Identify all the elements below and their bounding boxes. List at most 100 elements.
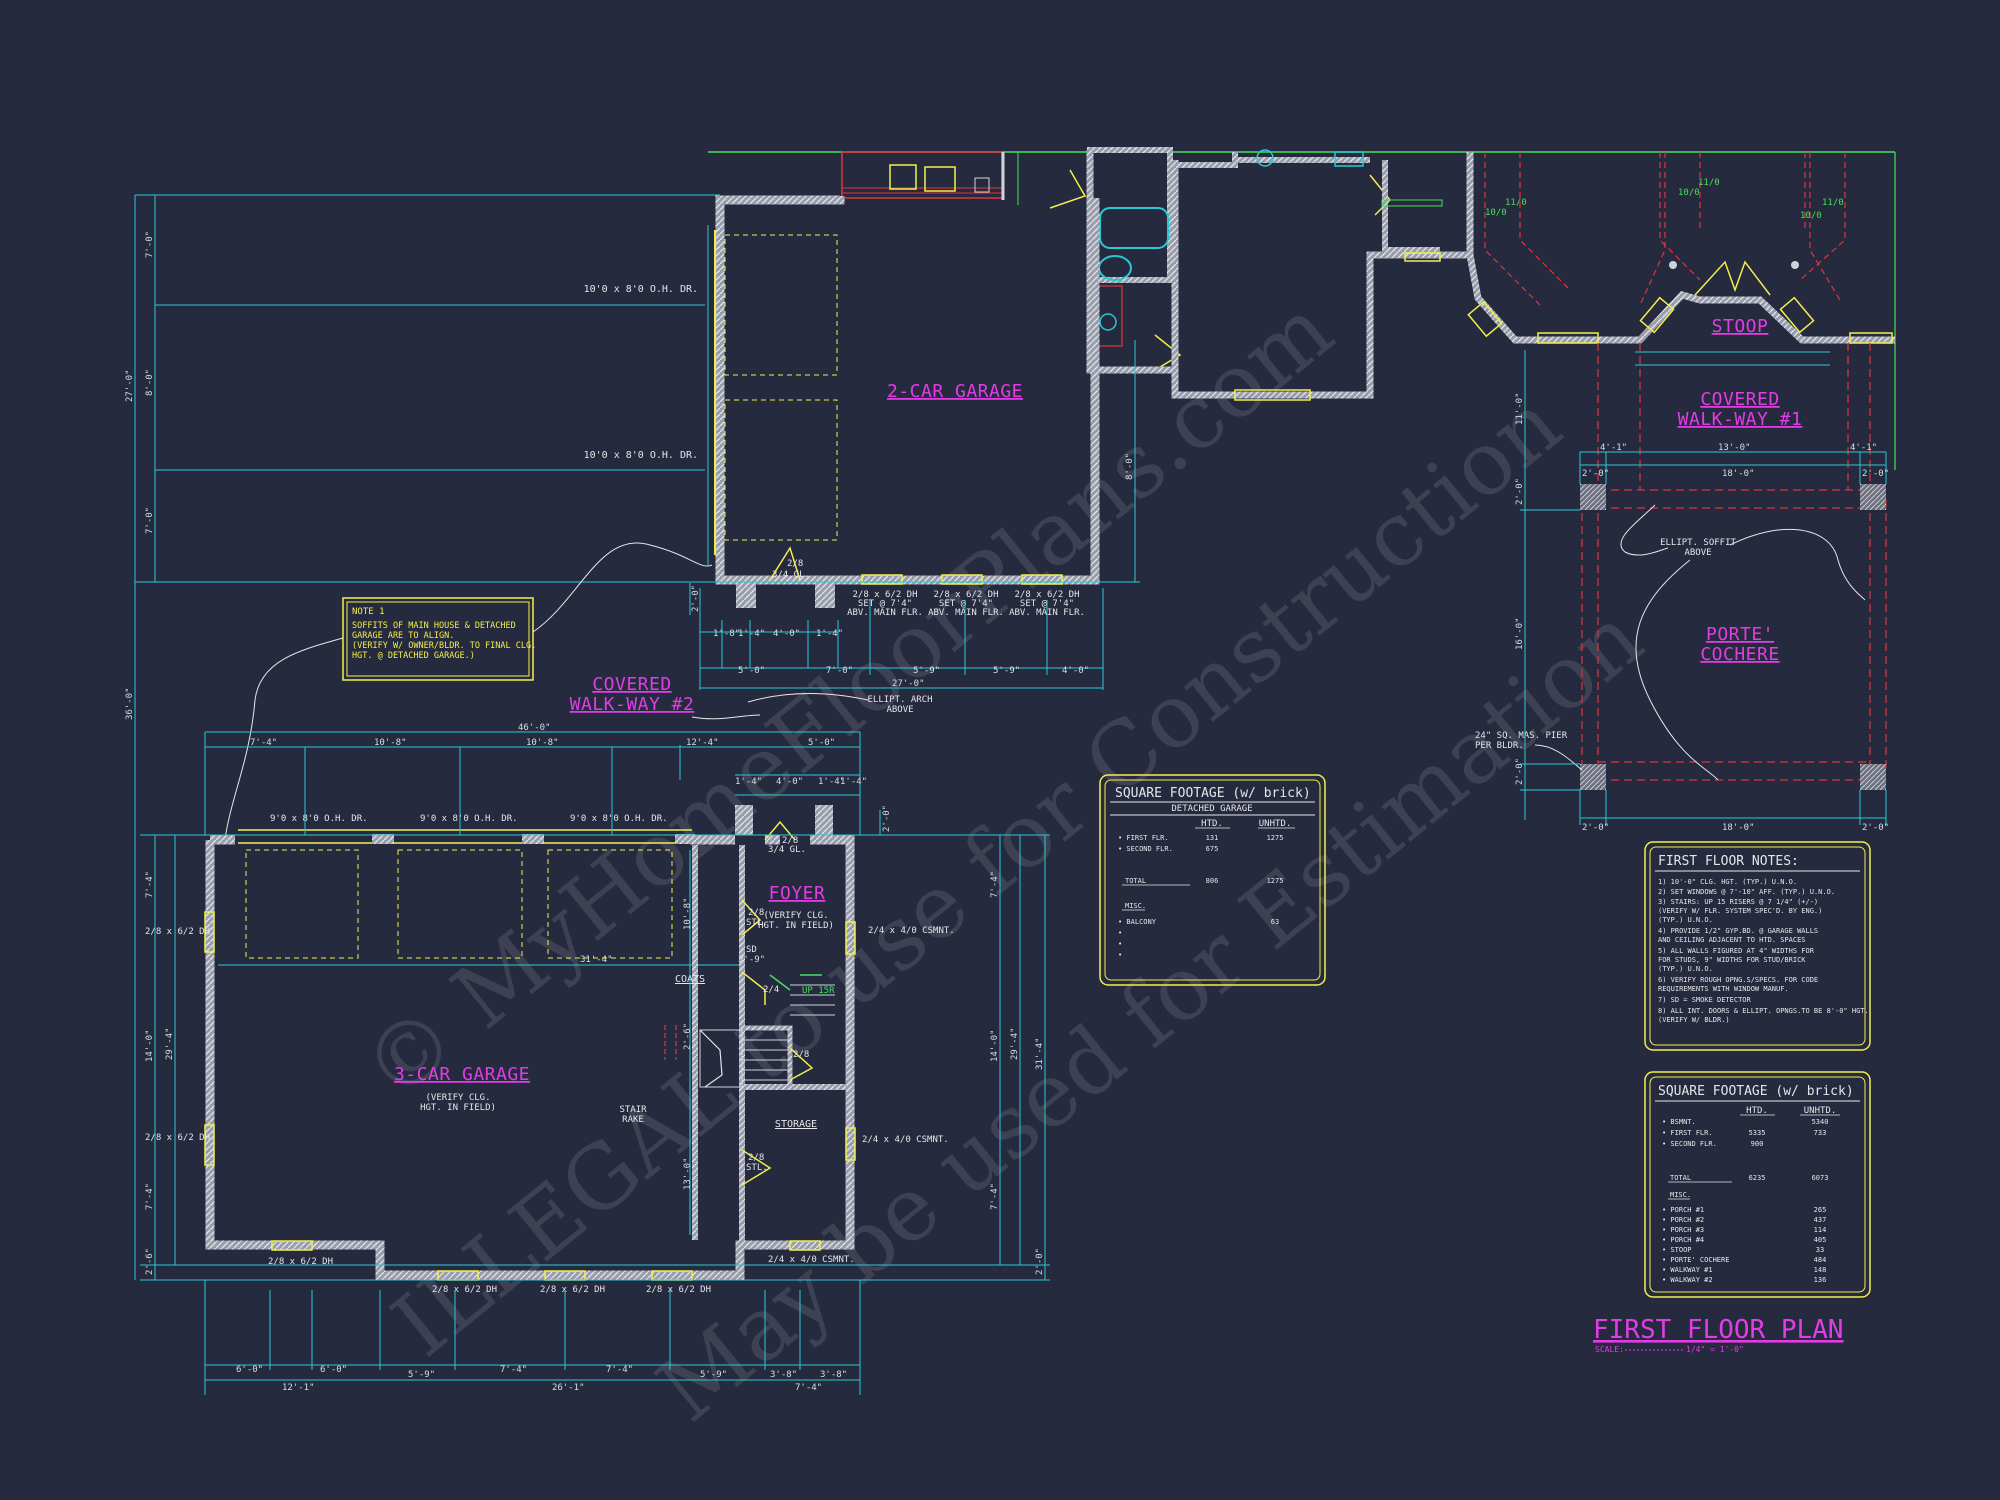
sqft-main-misc3-label: • PORCH #3	[1662, 1226, 1704, 1234]
note-1-line-3: (VERIFY W/ OWNER/BLDR. TO FINAL CLG.	[352, 641, 536, 651]
room-label-2-car-garage: 2-CAR GARAGE	[887, 381, 1023, 402]
sqft-main-misc8-val: 136	[1814, 1276, 1827, 1284]
note-line-6: 4) PROVIDE 1/2" GYP.BD. @ GARAGE WALLS	[1658, 927, 1818, 935]
sqft-det-row1-label: • FIRST FLR.	[1118, 834, 1169, 842]
overhead-door-callout-2: 10'0 x 8'0 O.H. DR.	[584, 450, 698, 461]
svg-text:11/0: 11/0	[1505, 198, 1527, 208]
dim-2-6-b: 2'-6"	[683, 1023, 693, 1050]
room-label-3-car-garage: 3-CAR GARAGE	[394, 1064, 530, 1085]
callout-ellipt-arch-b: ABOVE	[886, 705, 913, 715]
three-car-garage-labels: 3-CAR GARAGE (VERIFY CLG. HGT. IN FIELD)…	[145, 814, 955, 1295]
note-1-line-2: GARAGE ARE TO ALIGN.	[352, 631, 454, 641]
dim-3-8-a: 3'-8"	[770, 1370, 797, 1380]
sqft-main-misc7-label: • WALKWAY #1	[1662, 1266, 1713, 1274]
sqft-main-row2-unhtd: 733	[1814, 1129, 1827, 1137]
label-covered-walkway-2-b: WALK-WAY #2	[570, 694, 695, 715]
dim-14-0-a: 14'-0"	[145, 1029, 155, 1062]
dim-3-9-a: 3'-9"	[738, 955, 765, 965]
sqft-det-misc: MISC.	[1125, 902, 1146, 910]
room-label-storage: STORAGE	[775, 1119, 817, 1130]
sqft-detached-subtitle: DETACHED GARAGE	[1171, 804, 1252, 814]
dh-bottom-4: 2/8 x 6/2 DH	[646, 1285, 711, 1295]
dim-46-0: 46'-0"	[518, 723, 551, 733]
sqft-main-misc1-val: 265	[1814, 1206, 1827, 1214]
dim-6-0-b: 6'-0"	[320, 1365, 347, 1375]
callout-ellipt-arch-a: ELLIPT. ARCH	[867, 695, 932, 705]
sqft-main-misc2-label: • PORCH #2	[1662, 1216, 1704, 1224]
sqft-detached-table: SQUARE FOOTAGE (w/ brick) DETACHED GARAG…	[1099, 774, 1326, 986]
csmnt-right-1: 2/4 x 4/0 CSMNT.	[868, 926, 955, 936]
foyer-note-b: HGT. IN FIELD)	[758, 921, 834, 931]
dimension-labels-upper: 7'-0" 8'-0" 7'-0" 27'-0" 36'-0" 8'-0" 2'…	[125, 231, 1135, 720]
sqft-main-table: SQUARE FOOTAGE (w/ brick) HTD. UNHTD. • …	[1644, 1071, 1871, 1298]
dim-2-0-h: 2'-0"	[1582, 823, 1609, 833]
dim-18-0-b: 18'-0"	[1722, 823, 1755, 833]
dim-2-0-a: 2'-0"	[691, 585, 701, 612]
dim-12-4: 12'-4"	[686, 738, 719, 748]
note-1-box: NOTE 1 SOFFITS OF MAIN HOUSE & DETACHED …	[224, 542, 713, 841]
dim-10-8-a: 10'-8"	[374, 738, 407, 748]
dimensions-upper	[134, 194, 1140, 1280]
dim-31-4-inner: 31'-4"	[580, 955, 613, 965]
stl-a-1: 2/8	[748, 908, 764, 918]
dim-2-0-f: 2'-0"	[1582, 469, 1609, 479]
dim-7-4-f: 7'-4"	[500, 1365, 527, 1375]
sqft-main-misc6-label: • PORTE' COCHERE	[1662, 1256, 1729, 1264]
svg-text:10/0: 10/0	[1678, 188, 1700, 198]
dim-2-6-a: 2'-6"	[145, 1248, 155, 1275]
scale-value: 1/4" = 1'-0"	[1686, 1345, 1744, 1354]
dim-1-4-d: 1'-4"	[818, 777, 845, 787]
callout-ellipt-soffit-b: ABOVE	[1684, 548, 1711, 558]
dim-12-1: 12'-1"	[282, 1383, 315, 1393]
sqft-detached-title: SQUARE FOOTAGE (w/ brick)	[1115, 786, 1311, 801]
svg-text:11/0: 11/0	[1822, 198, 1844, 208]
garage3-note-b: HGT. IN FIELD)	[420, 1103, 496, 1113]
sqft-detached-col2: UNHTD.	[1259, 819, 1292, 829]
dim-2-0-e: 2'-0"	[1515, 758, 1525, 785]
dim-2-0-i: 2'-0"	[1862, 823, 1889, 833]
overhead-door-callout-1: 10'0 x 8'0 O.H. DR.	[584, 284, 698, 295]
first-floor-notes: FIRST FLOOR NOTES: 1) 10'-0" CLG. HGT. (…	[1644, 841, 1871, 1051]
sqft-main-misc2-val: 437	[1814, 1216, 1827, 1224]
door-28-label: 2/8	[793, 1050, 809, 1060]
dim-5-9-d: 5'-9"	[700, 1370, 727, 1380]
sqft-det-total-unhtd: 1275	[1267, 877, 1284, 885]
stl-a-2: STL.	[746, 918, 768, 928]
sqft-main-row2-htd: 5335	[1749, 1129, 1766, 1137]
dh-callout-1a: 2/8 x 6/2 DH	[852, 590, 917, 600]
sqft-main-misc3-val: 114	[1814, 1226, 1827, 1234]
foyer-door-34-a: 2/8	[782, 836, 798, 846]
note-1-line-4: HGT. @ DETACHED GARAGE.)	[352, 651, 475, 661]
dim-8-0-b: 8'-0"	[1125, 453, 1135, 480]
sqft-main-total-unhtd: 6073	[1812, 1174, 1829, 1182]
dim-8-0-a: 8'-0"	[145, 369, 155, 396]
sqft-det-misc1-label: • BALCONY	[1118, 918, 1157, 926]
csmnt-bottom: 2/4 x 4/0 CSMNT.	[768, 1255, 855, 1265]
note-line-5: (TYP.) U.N.O.	[1658, 916, 1713, 924]
note-line-12: REQUIREMENTS WITH WINDOW MANUF.	[1658, 985, 1789, 993]
label-porte-cochere-b: COCHERE	[1700, 644, 1779, 665]
label-covered-walkway-1-b: WALK-WAY #1	[1678, 409, 1803, 430]
sqft-main-misc5-label: • STOOP	[1662, 1246, 1692, 1254]
dim-16-0: 16'-0"	[1515, 617, 1525, 650]
dim-7-4-h: 7'-4"	[795, 1383, 822, 1393]
foyer-door-34-b: 3/4 GL.	[768, 845, 806, 855]
sqft-main-misc6-val: 484	[1814, 1256, 1827, 1264]
sqft-det-misc3-label: •	[1118, 940, 1122, 948]
sqft-det-total-htd: 806	[1206, 877, 1219, 885]
label-covered-walkway-2-a: COVERED	[592, 674, 671, 695]
dim-6-0-a: 6'-0"	[236, 1365, 263, 1375]
dim-29-4-b: 29'-4"	[1010, 1027, 1020, 1060]
main-house-partial: 10/011/0 10/011/0 10/011/0	[708, 147, 1896, 470]
callout-pier-a: 24" SQ. MAS. PIER	[1475, 731, 1568, 741]
note-1-title: NOTE 1	[352, 607, 385, 617]
note-line-3: 3) STAIRS: UP 15 RISERS @ 7 1/4" (+/-)	[1658, 898, 1818, 906]
dh-callout-1c: ABV. MAIN FLR.	[847, 608, 923, 618]
room-label-foyer: FOYER	[769, 883, 826, 904]
dim-1-4-e: 1'-4"	[840, 777, 867, 787]
dh-callout-1b: SET @ 7'4"	[858, 599, 912, 609]
dim-7-4-g: 7'-4"	[606, 1365, 633, 1375]
dim-13-0-b: 13'-0"	[1718, 443, 1751, 453]
dh-callout-2a: 2/8 x 6/2 DH	[933, 590, 998, 600]
note-line-1: 1) 10'-0" CLG. HGT. (TYP.) U.N.O.	[1658, 878, 1797, 886]
